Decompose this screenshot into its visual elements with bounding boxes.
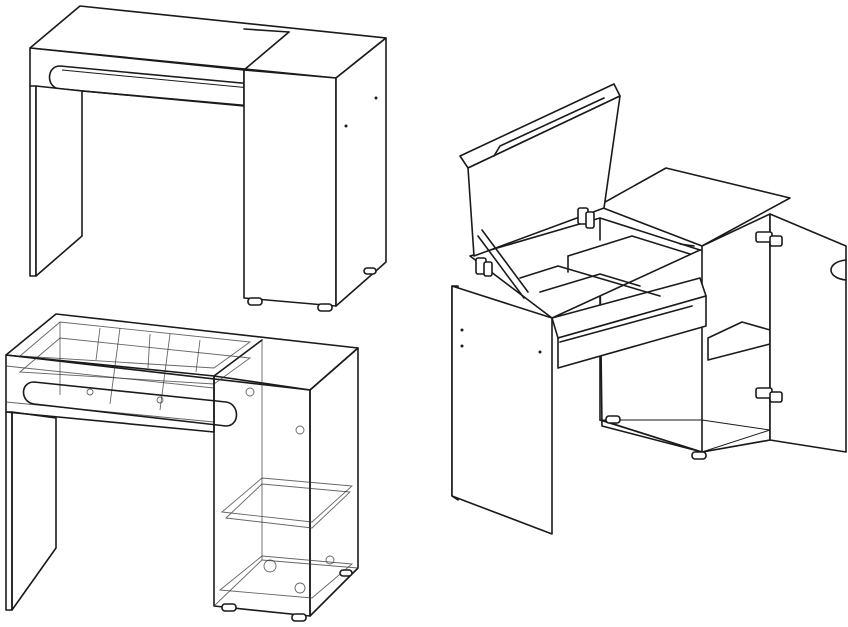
wire-shelf-lower — [218, 555, 354, 599]
closed-cabinet-door — [243, 69, 337, 307]
closed-left-leg-side — [35, 85, 83, 277]
closed-foot-1 — [247, 297, 263, 306]
open-lid-rim — [493, 97, 605, 157]
closed-cabinet-side — [335, 37, 387, 307]
closed-lid-seam — [243, 31, 290, 71]
open-handle-groove — [559, 305, 693, 343]
wire-foot-2 — [291, 613, 307, 622]
door-hinge-upper — [755, 231, 783, 247]
lid-hinge-right — [577, 207, 595, 229]
closed-foot-3 — [363, 267, 377, 275]
wire-handle-groove — [22, 381, 238, 427]
wire-left-leg-side — [11, 411, 57, 611]
wire-lid-seam — [213, 339, 263, 377]
door-hinge-lower — [755, 387, 783, 403]
wire-top — [5, 313, 359, 391]
closed-top-seam — [243, 28, 290, 33]
wire-foot-1 — [221, 603, 237, 612]
open-cabinet-door — [769, 213, 847, 453]
wireframe-view — [5, 313, 359, 622]
open-foot-1 — [605, 415, 621, 424]
lid-hinge-left — [475, 257, 493, 277]
door-handle-notch — [830, 259, 847, 281]
open-foot-2 — [691, 451, 707, 460]
open-left-panel — [451, 285, 553, 535]
closed-left-leg-front — [29, 85, 37, 277]
closed-view — [29, 5, 387, 312]
open-drawer-front — [557, 295, 707, 369]
open-cabinet-top — [597, 167, 791, 247]
open-compartment-floor — [469, 217, 701, 319]
wire-shelf-upper — [220, 477, 354, 523]
wire-foot-3 — [339, 569, 353, 577]
closed-foot-2 — [317, 303, 333, 312]
lid-stay-arm — [477, 235, 525, 299]
wire-left-leg-front — [5, 411, 13, 611]
open-view — [451, 83, 847, 535]
